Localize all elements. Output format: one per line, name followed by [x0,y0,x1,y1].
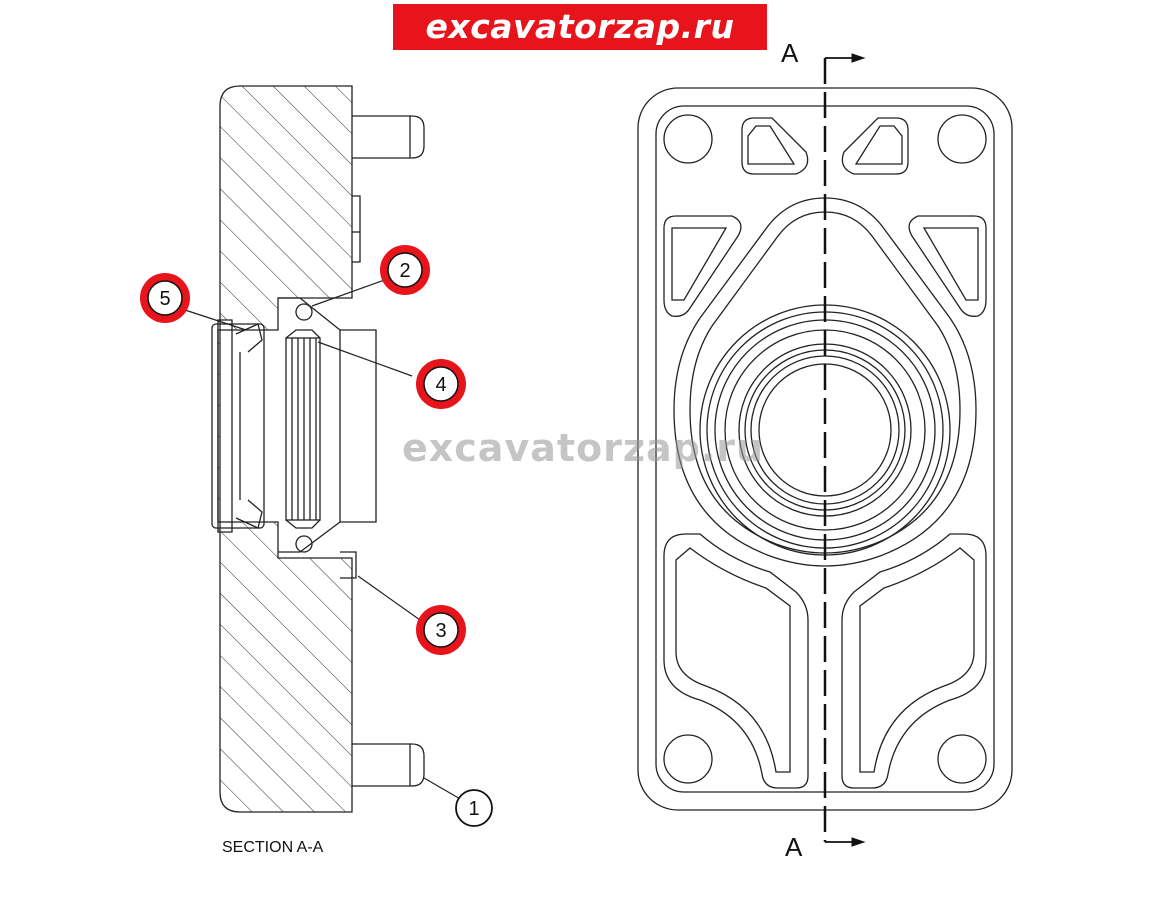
o-ring-bottom [295,535,313,553]
pocket-lower-left [663,533,809,789]
dowel-pin-bottom [352,743,425,787]
flange-profile [352,195,361,263]
callout-5: 5 [140,273,190,323]
bolt-hole-bl [663,734,713,784]
callout-1-label: 1 [468,798,479,820]
bolt-hole-tr [937,114,987,164]
leader-lines [184,277,463,801]
section-label-top: A [781,38,799,68]
bearing-housing [278,297,377,553]
dowel-pin-top [352,115,425,159]
callout-1: 1 [455,789,493,827]
housing-section [217,85,353,813]
needle-bearing [285,337,321,521]
section-label-bottom: A [785,832,803,862]
bearing-boss [673,197,977,567]
pocket-top-right [841,117,909,175]
bolt-hole-br [937,734,987,784]
bolt-hole-tl [663,114,713,164]
callout-2-label: 2 [399,260,410,282]
section-cut-line [823,53,866,847]
bushing [340,551,357,579]
pocket-lower-right [841,533,987,789]
callout-4-label: 4 [435,374,446,396]
callout-4: 4 [416,359,466,409]
callout-2: 2 [380,245,430,295]
pocket-upper-left [663,215,742,317]
callout-5-label: 5 [159,288,170,310]
callout-3: 3 [416,605,466,655]
o-ring-top [295,303,313,321]
lip-seal [211,323,265,529]
pocket-top-left [741,117,809,175]
watermark-center: excavatorzap.ru [402,426,765,470]
watermark-banner: excavatorzap.ru [393,4,767,50]
callout-3-label: 3 [435,620,446,642]
section-caption: SECTION A-A [222,839,324,856]
section-view [211,85,425,813]
pocket-upper-right [908,215,987,317]
